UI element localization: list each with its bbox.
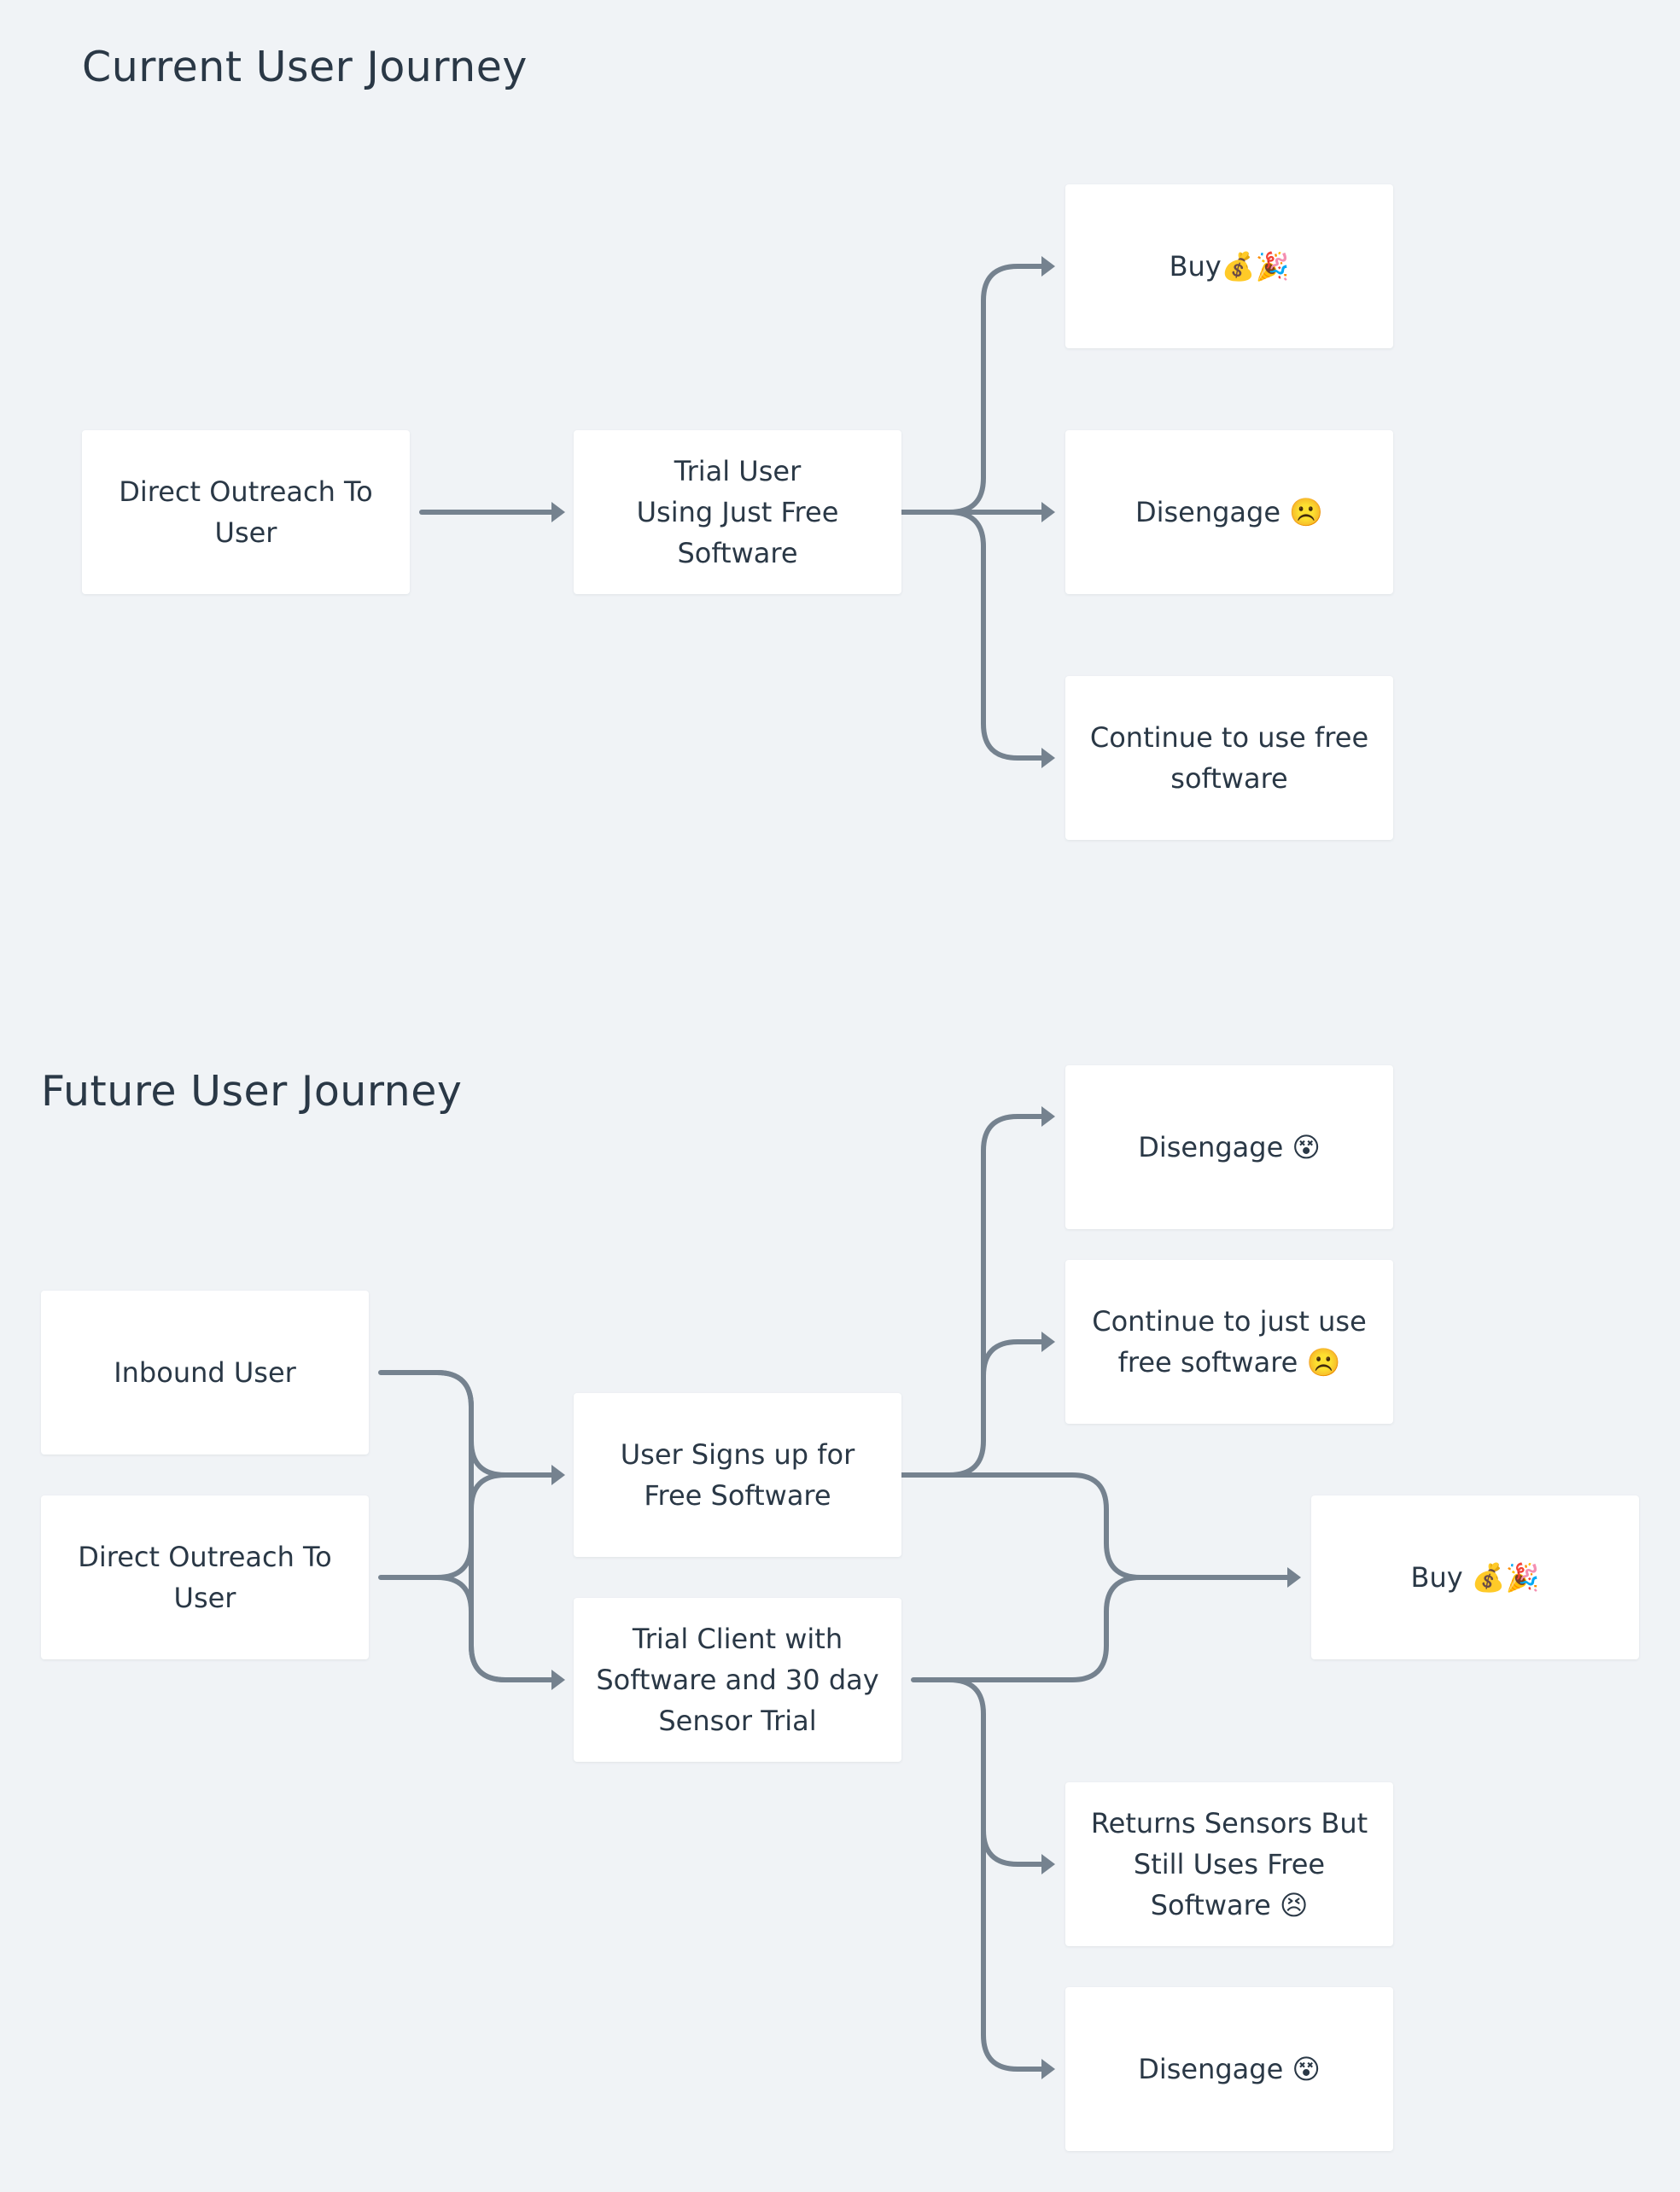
edge-future-signup-to-disengage bbox=[899, 1114, 1046, 1478]
node-label: Direct Outreach To User bbox=[78, 1541, 332, 1614]
node-current-buy[interactable]: Buy💰🎉 bbox=[1065, 184, 1393, 348]
node-label: Direct Outreach To User bbox=[119, 475, 373, 549]
edge-current-trial-to-continue bbox=[947, 510, 1046, 761]
node-label: Disengage 😵 bbox=[1138, 1131, 1321, 1163]
edge-future-outreach-to-signup bbox=[378, 1472, 508, 1580]
edge-future-signup-to-continue bbox=[981, 1339, 1046, 1379]
arrowhead bbox=[1041, 1854, 1055, 1874]
edge-future-trial-to-disengage bbox=[981, 1828, 1046, 2072]
node-future-direct-outreach[interactable]: Direct Outreach To User bbox=[41, 1495, 369, 1659]
edge-future-signup-to-buy bbox=[899, 1472, 1292, 1580]
node-future-inbound-user[interactable]: Inbound User bbox=[41, 1291, 369, 1455]
arrowhead bbox=[1287, 1567, 1301, 1588]
arrowhead bbox=[1041, 256, 1055, 277]
node-label: Continue to use free software bbox=[1089, 721, 1369, 795]
node-label: Buy💰🎉 bbox=[1169, 250, 1290, 283]
node-label: User Signs up for Free Software bbox=[620, 1438, 855, 1512]
node-future-continue-free[interactable]: Continue to just use free software ☹️ bbox=[1065, 1260, 1393, 1424]
edge-future-trial-to-returns bbox=[947, 1677, 1046, 1867]
node-label: Buy 💰🎉 bbox=[1410, 1561, 1540, 1594]
edge-current-trial-to-buy bbox=[899, 264, 1046, 515]
arrowhead bbox=[1041, 2059, 1055, 2079]
node-label: Trial User Using Just Free Software bbox=[636, 455, 839, 569]
node-label: Disengage 😵 bbox=[1138, 2053, 1321, 2085]
node-future-returns-sensors[interactable]: Returns Sensors But Still Uses Free Soft… bbox=[1065, 1782, 1393, 1946]
node-future-trial-client-sensor[interactable]: Trial Client with Software and 30 day Se… bbox=[574, 1598, 901, 1762]
node-label: Continue to just use free software ☹️ bbox=[1092, 1305, 1367, 1379]
arrowhead bbox=[1041, 502, 1055, 522]
node-label: Inbound User bbox=[114, 1356, 296, 1389]
node-current-trial-user[interactable]: Trial User Using Just Free Software bbox=[574, 430, 901, 594]
arrowhead bbox=[1041, 1106, 1055, 1127]
node-current-direct-outreach[interactable]: Direct Outreach To User bbox=[82, 430, 410, 594]
node-label: Returns Sensors But Still Uses Free Soft… bbox=[1090, 1807, 1368, 1921]
node-current-continue-free[interactable]: Continue to use free software bbox=[1065, 676, 1393, 840]
node-future-signup-free-software[interactable]: User Signs up for Free Software bbox=[574, 1393, 901, 1557]
arrowhead bbox=[551, 502, 565, 522]
node-future-buy[interactable]: Buy 💰🎉 bbox=[1311, 1495, 1639, 1659]
arrowhead bbox=[1041, 1332, 1055, 1352]
arrowhead bbox=[1041, 748, 1055, 768]
arrowhead bbox=[551, 1670, 565, 1690]
future-journey-title: Future User Journey bbox=[41, 1067, 463, 1116]
node-current-disengage[interactable]: Disengage ☹️ bbox=[1065, 430, 1393, 594]
edge-future-trial-to-buy bbox=[911, 1575, 1143, 1682]
edge-future-inbound-to-trial bbox=[435, 1370, 556, 1682]
current-journey-title: Current User Journey bbox=[82, 43, 528, 91]
node-label: Trial Client with Software and 30 day Se… bbox=[596, 1623, 879, 1737]
node-future-disengage-top[interactable]: Disengage 😵 bbox=[1065, 1065, 1393, 1229]
node-label: Disengage ☹️ bbox=[1135, 496, 1324, 528]
node-future-disengage-bottom[interactable]: Disengage 😵 bbox=[1065, 1987, 1393, 2151]
arrowhead bbox=[551, 1465, 565, 1485]
edge-future-outreach-to-trial bbox=[435, 1575, 508, 1682]
